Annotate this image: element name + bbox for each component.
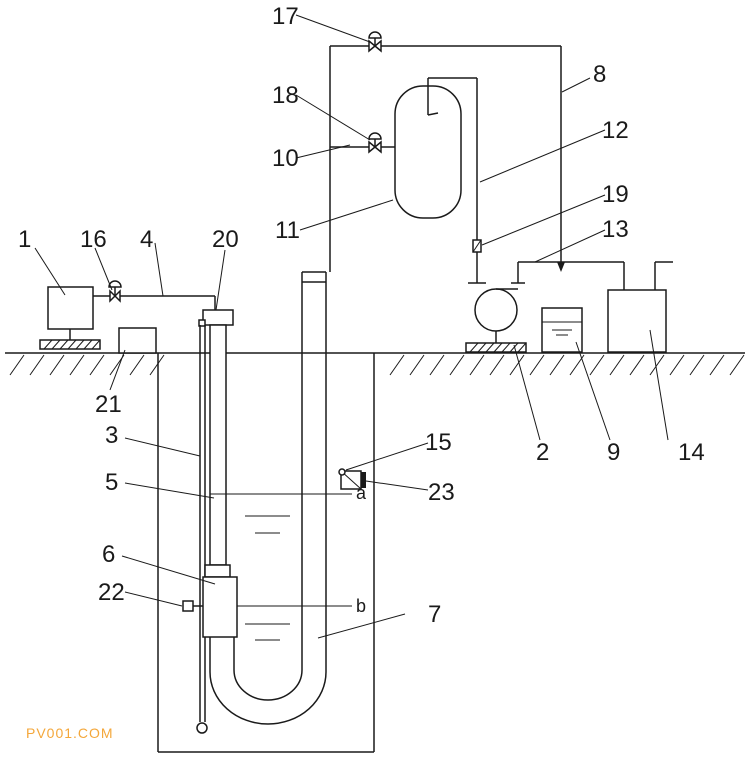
valve-17 [368, 31, 382, 53]
hatch-stroke [409, 354, 425, 376]
box-21 [118, 327, 157, 354]
hatch-stroke [529, 354, 545, 376]
u-tube-7 [209, 271, 327, 725]
ground-hatching [9, 354, 745, 376]
hatch-stroke [389, 354, 405, 376]
hatch-stroke [489, 354, 505, 376]
tank-14 [607, 289, 667, 353]
label-8: 8 [593, 61, 606, 88]
hatch-stroke [729, 354, 745, 376]
label-12: 12 [602, 117, 629, 144]
label-3: 3 [105, 422, 118, 449]
leader-lines [34, 14, 669, 639]
label-17: 17 [272, 3, 299, 30]
label-1: 1 [18, 226, 31, 253]
pipe-loop-8 [329, 45, 562, 272]
hatch-stroke [29, 354, 45, 376]
arrow-to-9 [557, 262, 565, 272]
label-14: 14 [678, 439, 705, 466]
hatch-stroke [49, 354, 65, 376]
label-11: 11 [275, 217, 300, 244]
hatch-stroke [669, 354, 685, 376]
hatch-stroke [429, 354, 445, 376]
label-16: 16 [80, 226, 107, 253]
hatch-stroke [149, 354, 165, 376]
label-20: 20 [212, 226, 239, 253]
label-a: a [356, 483, 367, 503]
hatch-stroke [709, 354, 725, 376]
label-19: 19 [602, 181, 629, 208]
pipe-13 [518, 261, 673, 290]
hatch-stroke [9, 354, 25, 376]
label-6: 6 [102, 541, 115, 568]
hatch-stroke [629, 354, 645, 376]
hatch-stroke [509, 354, 525, 376]
label-23: 23 [428, 479, 455, 506]
ground [5, 352, 745, 376]
hatch-stroke [469, 354, 485, 376]
pipe-4 [93, 295, 216, 310]
reference-lines [210, 493, 352, 607]
label-7: 7 [428, 601, 441, 628]
pipe-12 [468, 78, 486, 284]
container-9 [541, 307, 583, 353]
valve-18 [368, 132, 382, 154]
label-18: 18 [272, 82, 299, 109]
sensor-15-23 [338, 468, 366, 490]
hatch-stroke [449, 354, 465, 376]
tank-11 [394, 77, 477, 219]
label-21: 21 [95, 391, 122, 418]
hatch-stroke [689, 354, 705, 376]
label-b: b [356, 596, 366, 616]
label-4: 4 [140, 226, 153, 253]
valve-16 [108, 280, 122, 303]
label-2: 2 [536, 439, 549, 466]
hatch-stroke [609, 354, 625, 376]
label-5: 5 [105, 469, 118, 496]
label-15: 15 [425, 429, 452, 456]
label-9: 9 [607, 439, 620, 466]
hatch-stroke [589, 354, 605, 376]
rod-assembly [182, 309, 238, 734]
labels: 17 18 10 11 8 12 19 13 1 16 4 20 21 3 5 … [18, 3, 705, 628]
label-22: 22 [98, 579, 125, 606]
label-13: 13 [602, 216, 629, 243]
hatch-stroke [549, 354, 565, 376]
watermark: PV001.COM [26, 725, 114, 741]
machine-1 [39, 286, 101, 350]
pump-2 [465, 262, 527, 353]
hatch-stroke [129, 354, 145, 376]
hatch-stroke [649, 354, 665, 376]
pit [157, 353, 375, 753]
label-10: 10 [272, 145, 299, 172]
hatch-stroke [69, 354, 85, 376]
hatch-stroke [89, 354, 105, 376]
